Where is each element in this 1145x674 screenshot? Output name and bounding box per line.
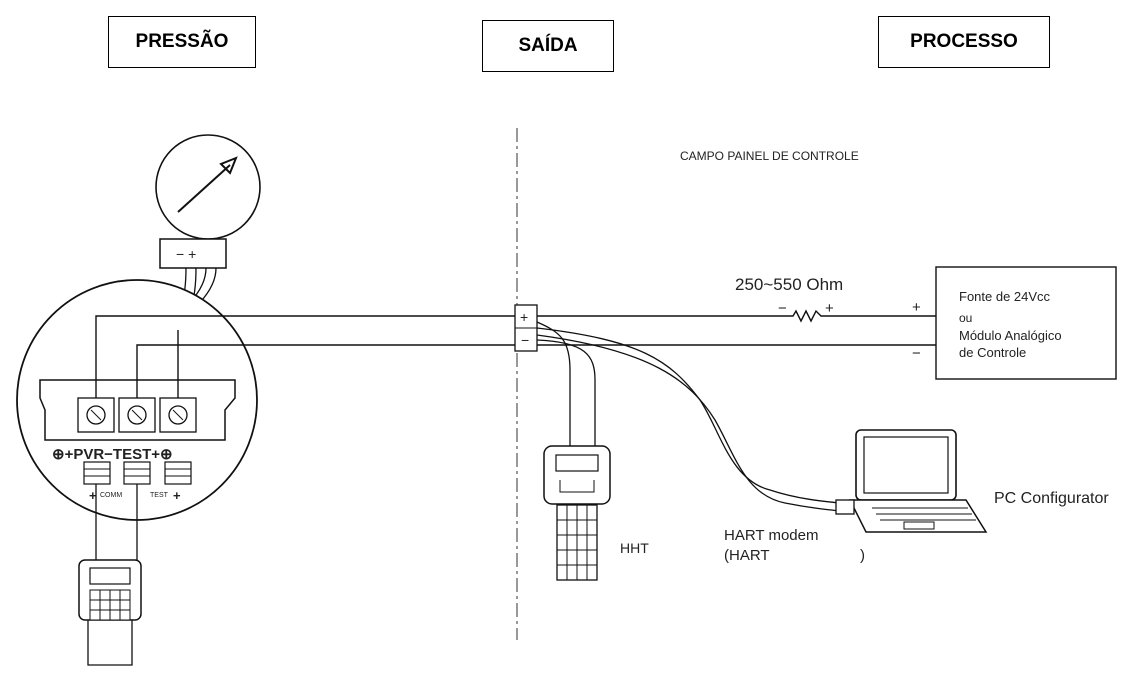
handheld-communicator-field bbox=[78, 559, 142, 666]
header-saida-label: SAÍDA bbox=[518, 35, 578, 56]
analog-meter: − + bbox=[155, 134, 261, 269]
header-processo: PROCESSO bbox=[878, 16, 1050, 68]
svg-text:+: + bbox=[520, 309, 528, 325]
header-saida: SAÍDA bbox=[482, 20, 614, 72]
loop-wire-plus bbox=[95, 315, 515, 398]
meter-terminals: − + bbox=[176, 246, 196, 262]
hart-modem-paren: ) bbox=[860, 547, 865, 564]
hht-label: HHT bbox=[620, 540, 649, 556]
junction-terminal: + − bbox=[514, 304, 538, 352]
pc-configurator-label: PC Configurator bbox=[994, 490, 1109, 507]
loop-wire-minus bbox=[136, 344, 515, 398]
header-processo-label: PROCESSO bbox=[910, 31, 1018, 52]
svg-text:−: − bbox=[521, 332, 529, 348]
test-label: TEST bbox=[150, 492, 169, 499]
terminal-strip-label: ⊕+PVR−TEST+⊕ bbox=[52, 446, 173, 463]
handheld-communicator-hht bbox=[543, 445, 611, 581]
power-supply-line3: Módulo Analógico bbox=[959, 328, 1062, 343]
svg-text:+: + bbox=[173, 488, 181, 503]
power-supply-line1: Fonte de 24Vcc bbox=[959, 289, 1051, 304]
power-supply-line4: de Controle bbox=[959, 345, 1026, 360]
power-supply-line2: ou bbox=[959, 311, 972, 325]
header-pressao-label: PRESSÃO bbox=[135, 31, 229, 52]
comm-label: COMM bbox=[100, 492, 122, 499]
hart-modem-cable bbox=[536, 327, 851, 505]
header-pressao: PRESSÃO bbox=[108, 16, 256, 68]
transmitter-housing: ⊕+PVR−TEST+⊕ COMM TEST + + bbox=[16, 279, 258, 521]
power-supply-box bbox=[935, 266, 1117, 380]
hart-modem-line1: HART modem bbox=[724, 527, 818, 544]
hht-cable bbox=[536, 321, 571, 450]
resistor-label: 250~550 Ohm bbox=[735, 275, 843, 294]
line-minus-sign: − bbox=[912, 345, 921, 362]
resistor-plus-sign: + bbox=[825, 300, 834, 317]
line-plus-sign: + bbox=[912, 299, 921, 316]
resistor-minus-sign: − bbox=[778, 300, 787, 317]
laptop-pc-configurator bbox=[835, 429, 988, 533]
svg-text:+: + bbox=[89, 488, 97, 503]
supply-line-plus bbox=[537, 309, 936, 323]
hart-modem-line2: (HART bbox=[724, 547, 770, 564]
panel-title: CAMPO PAINEL DE CONTROLE bbox=[680, 149, 859, 163]
